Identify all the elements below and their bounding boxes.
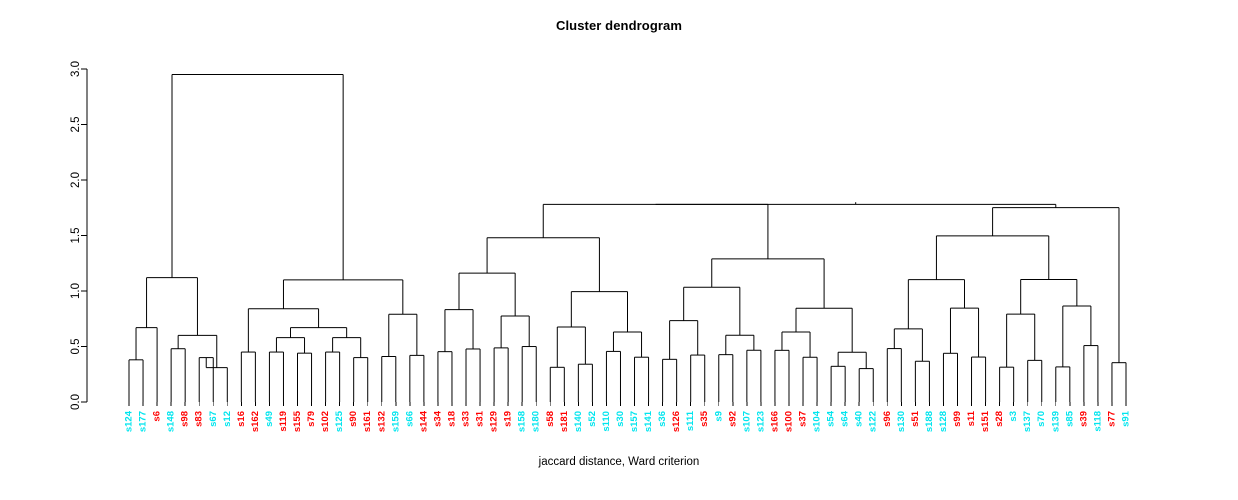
leaf-label: s157 [629,411,640,432]
leaf-label: s9 [713,411,724,422]
leaf-label: s124 [124,410,135,432]
leaf-label: s110 [601,411,612,432]
leaf-label: s144 [418,410,429,432]
leaf-label: s6 [152,411,163,422]
leaf-label: s30 [615,411,626,427]
leaf-label: s31 [475,410,486,427]
leaf-label: s188 [924,411,935,432]
leaf-label: s52 [587,411,598,427]
leaf-label: s33 [461,411,472,427]
svg-text:0.0: 0.0 [70,394,82,410]
leaf-label: s118 [1092,411,1103,432]
svg-text:1.0: 1.0 [70,283,82,299]
leaf-label: s37 [798,411,809,427]
svg-text:3.0: 3.0 [70,61,82,77]
leaf-label: s34 [432,410,443,427]
leaf-label: s98 [180,411,191,427]
leaf-label: s35 [699,410,710,427]
leaf-label: s58 [545,411,556,427]
svg-text:2.0: 2.0 [70,172,82,188]
leaf-label: s139 [1050,411,1061,432]
leaf-label: s51 [910,410,921,427]
leaf-label: s111 [685,410,696,431]
y-axis: 0.0 0.5 1.0 1.5 2.0 2.5 3.0 [70,61,88,410]
leaf-label: s70 [1036,411,1047,427]
leaf-label: s141 [643,410,654,432]
leaf-label: s40 [854,411,865,427]
leaf-label: s122 [868,411,879,432]
leaf-ticks [128,402,1127,406]
svg-text:1.5: 1.5 [70,228,82,244]
leaf-label: s99 [952,411,963,427]
leaf-label: s102 [320,411,331,432]
leaf-label: s12 [222,411,233,427]
svg-text:0.5: 0.5 [70,339,82,355]
leaf-label: s125 [334,410,345,432]
leaf-label: s158 [517,411,528,432]
leaf-label: s162 [250,411,261,432]
leaf-label: s148 [166,411,177,432]
leaf-label: s161 [362,410,373,432]
leaf-label: s151 [980,410,991,432]
leaf-label: s130 [896,411,907,432]
leaf-label: s123 [755,411,766,432]
leaf-label: s39 [1078,411,1089,427]
leaf-label: s28 [994,411,1005,427]
leaf-label: s180 [531,411,542,432]
leaf-label: s85 [1064,410,1075,427]
leaf-label: s132 [376,411,387,432]
leaf-label: s54 [826,410,837,427]
leaf-label: s96 [882,411,893,427]
leaf-label: s67 [208,411,219,427]
leaf-label: s66 [404,411,415,427]
leaf-label: s91 [1121,410,1132,427]
leaf-label: s83 [194,411,205,427]
leaf-label: s166 [769,411,780,432]
leaf-label: s159 [390,411,401,432]
leaf-label: s36 [657,411,668,427]
leaf-label: s155 [292,410,303,432]
leaf-label: s181 [559,410,570,432]
leaf-label: s49 [264,411,275,427]
leaf-label: s128 [938,411,949,432]
leaf-label: s126 [671,411,682,432]
svg-text:2.5: 2.5 [70,117,82,133]
leaf-label: s19 [503,411,514,427]
dendrogram-branches [128,74,1127,402]
leaf-label: s137 [1022,411,1033,432]
leaf-label: s11 [966,410,977,426]
leaf-label: s18 [446,411,457,427]
page-title: Cluster dendrogram [555,18,683,33]
leaf-label: s104 [812,410,823,432]
leaf-label: s79 [306,411,317,427]
leaf-label: s90 [348,411,359,427]
leaf-label: s16 [236,411,247,427]
leaf-label: s77 [1106,411,1117,427]
leaf-label: s177 [138,411,149,432]
x-axis-label: jaccard distance, Ward criterion [538,456,700,468]
leaf-label: s107 [741,411,752,432]
leaf-label: s140 [573,411,584,432]
leaf-label: s64 [840,410,851,427]
leaf-label: s92 [727,411,738,427]
leaf-label: s100 [783,411,794,432]
leaf-label: s3 [1008,411,1019,422]
leaf-label: s119 [278,411,289,432]
leaf-label: s129 [489,411,500,432]
